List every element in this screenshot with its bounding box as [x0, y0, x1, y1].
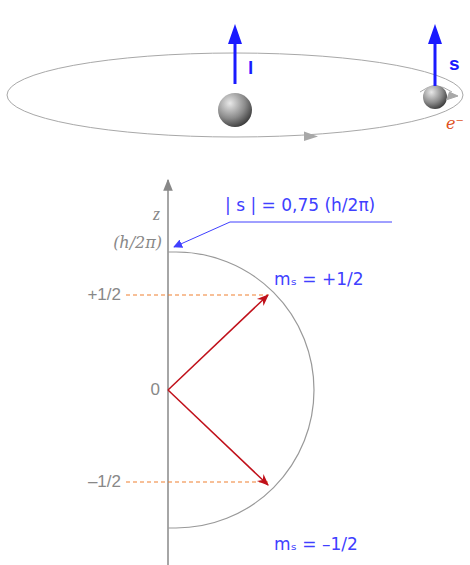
- spin-vector-up: [168, 295, 268, 390]
- spin-rotation-arrowhead: [446, 92, 458, 100]
- orbital-momentum-label: l: [248, 57, 253, 79]
- spin-vector-down: [168, 390, 268, 485]
- tick-label: 0: [151, 380, 160, 400]
- projection-line: [126, 294, 268, 295]
- quantum-number-label: mₛ = –1/2: [274, 535, 358, 555]
- magnitude-label: | s | = 0,75 (h/2π): [225, 196, 375, 216]
- orbit-arrowhead: [304, 132, 318, 141]
- orbital-momentum-arrow: [234, 42, 237, 84]
- tick-label: –1/2: [88, 472, 121, 492]
- spin-arrowhead: [428, 24, 442, 44]
- electron-label: e⁻: [446, 115, 464, 133]
- spin-magnitude-arc: [168, 252, 314, 528]
- tick-label: +1/2: [87, 285, 121, 305]
- spin-arrow: [434, 42, 437, 86]
- nucleus-sphere: [218, 93, 252, 127]
- electron-sphere: [423, 85, 447, 109]
- magnitude-leader: [174, 222, 392, 247]
- quantum-number-label: mₛ = +1/2: [274, 270, 364, 290]
- unit-label: (h/2π): [113, 234, 162, 252]
- axis-label: z: [153, 204, 160, 225]
- projection-line: [126, 481, 268, 482]
- spin-label: s: [449, 53, 460, 75]
- z-axis: [167, 180, 169, 565]
- orbital-momentum-arrowhead: [228, 24, 242, 44]
